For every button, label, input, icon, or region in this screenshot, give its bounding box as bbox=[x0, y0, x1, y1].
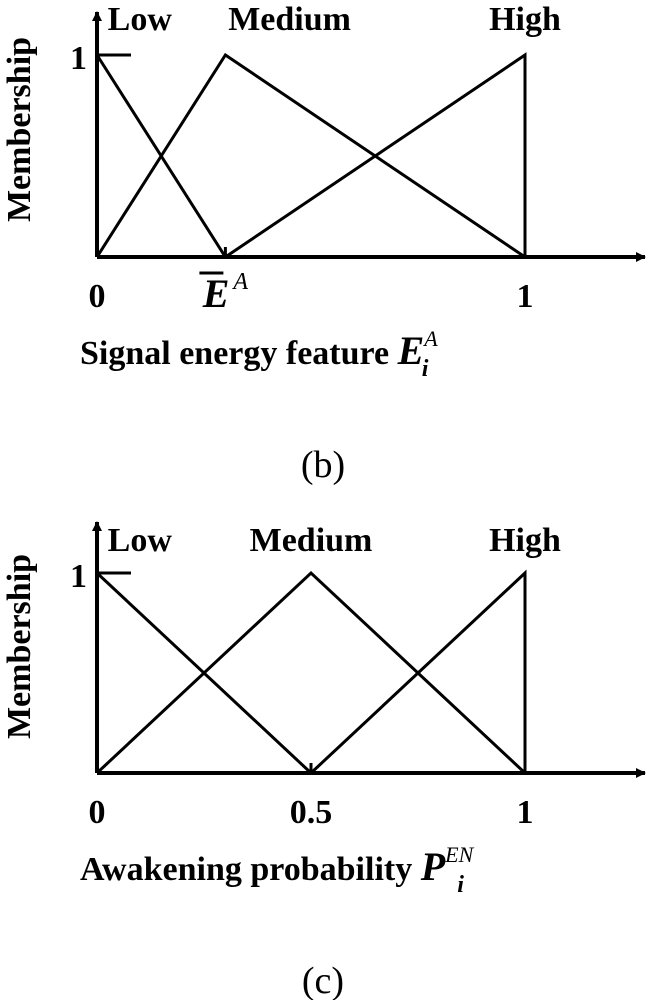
panel-label: (c) bbox=[302, 960, 344, 1000]
y-axis-label: Membership bbox=[1, 37, 38, 222]
series-label-high: High bbox=[489, 522, 561, 559]
x-tick-label: 0.5 bbox=[290, 794, 333, 831]
y-axis-label: Membership bbox=[1, 554, 38, 739]
x-tick-label: 1 bbox=[517, 794, 534, 831]
series-line-high bbox=[309, 569, 527, 775]
series-label-medium: Medium bbox=[250, 522, 373, 559]
y-tick-label: 1 bbox=[70, 558, 87, 595]
series-label-low: Low bbox=[108, 1, 173, 38]
series-line-medium bbox=[95, 570, 527, 775]
x-tick-label: 1 bbox=[517, 278, 534, 315]
series-line-high bbox=[224, 52, 527, 259]
series-label-high: High bbox=[489, 1, 561, 38]
x-tick-label: 0 bbox=[89, 278, 106, 315]
x-tick-label: 0 bbox=[89, 794, 106, 831]
y-tick-label: 1 bbox=[70, 40, 87, 77]
panel-label: (b) bbox=[301, 444, 345, 486]
series-label-medium: Medium bbox=[228, 1, 351, 38]
series-line-medium bbox=[95, 52, 526, 259]
series-label-low: Low bbox=[108, 522, 173, 559]
